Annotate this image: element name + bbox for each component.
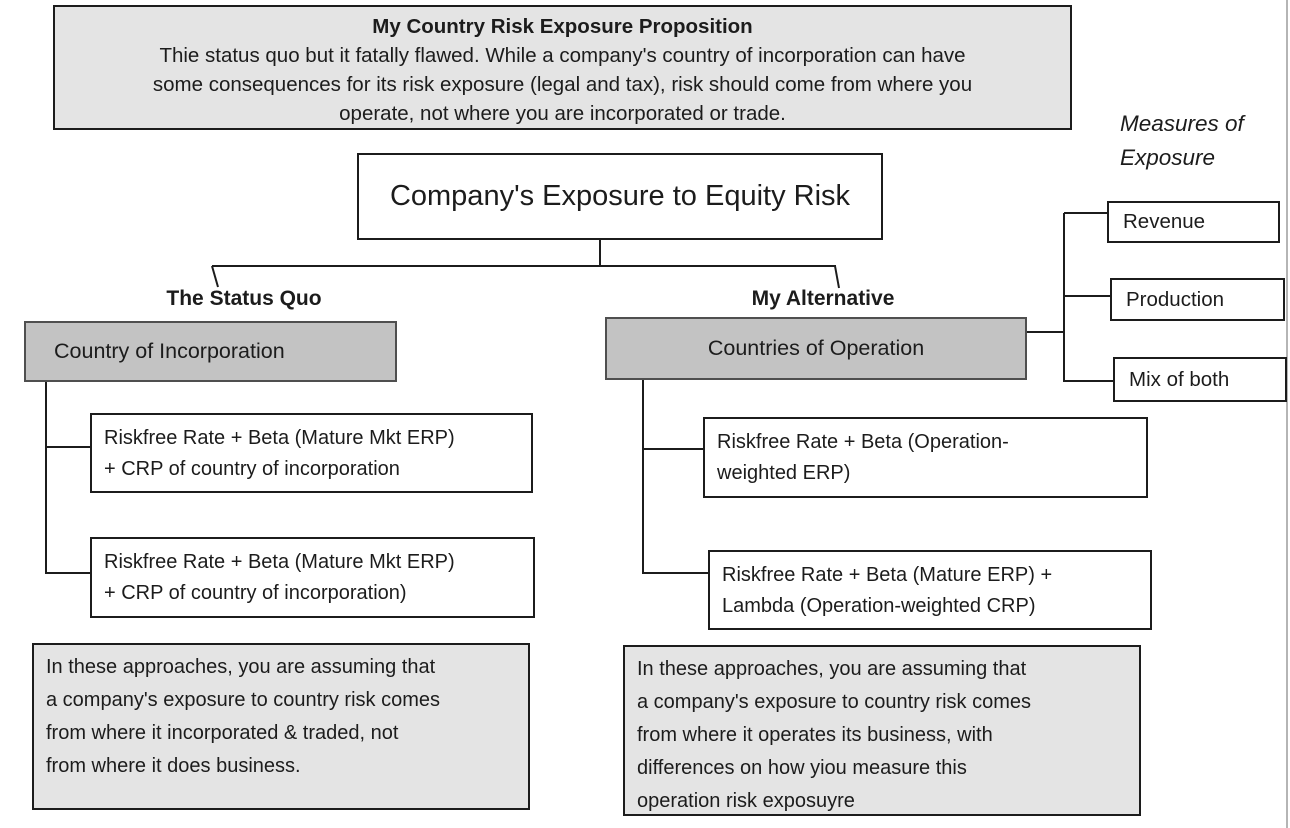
measure-mix-of-both-label: Mix of both	[1129, 367, 1230, 391]
formula-box-operation-weighted-erp: Riskfree Rate + Beta (Operation- weighte…	[703, 417, 1148, 498]
formula-box-incorporation-2: Riskfree Rate + Beta (Mature Mkt ERP) + …	[90, 537, 535, 618]
branch-header-my-alternative: My Alternative	[751, 287, 895, 310]
measure-box-mix-of-both: Mix of both	[1113, 357, 1287, 402]
right-tick	[834, 265, 840, 289]
branch-header-status-quo: The Status Quo	[166, 287, 322, 310]
node-country-of-incorporation-label: Country of Incorporation	[54, 339, 285, 363]
node-countries-of-operation: Countries of Operation	[605, 317, 1027, 380]
proposition-box: My Country Risk Exposure Proposition Thi…	[53, 5, 1072, 130]
proposition-body: Thie status quo but it fatally flawed. W…	[152, 44, 973, 125]
node-countries-of-operation-label: Countries of Operation	[707, 336, 925, 360]
proposition-title: My Country Risk Exposure Proposition	[372, 15, 753, 38]
root-node-box: Company's Exposure to Equity Risk	[357, 153, 883, 240]
formula-box-incorporation-1: Riskfree Rate + Beta (Mature Mkt ERP) + …	[90, 413, 533, 493]
node-country-of-incorporation: Country of Incorporation	[24, 321, 397, 382]
root-node-label: Company's Exposure to Equity Risk	[389, 180, 851, 212]
measure-revenue-label: Revenue	[1123, 210, 1206, 233]
measures-of-exposure-label: Measures of Exposure	[1120, 111, 1244, 170]
formula-box-lambda-crp: Riskfree Rate + Beta (Mature ERP) + Lamb…	[708, 550, 1152, 630]
measure-production-label: Production	[1126, 287, 1225, 311]
measure-box-production: Production	[1110, 278, 1285, 321]
left-tick	[211, 265, 219, 288]
note-box-status-quo: In these approaches, you are assuming th…	[32, 643, 530, 810]
measure-box-revenue: Revenue	[1107, 201, 1280, 243]
note-box-alternative: In these approaches, you are assuming th…	[623, 645, 1141, 816]
